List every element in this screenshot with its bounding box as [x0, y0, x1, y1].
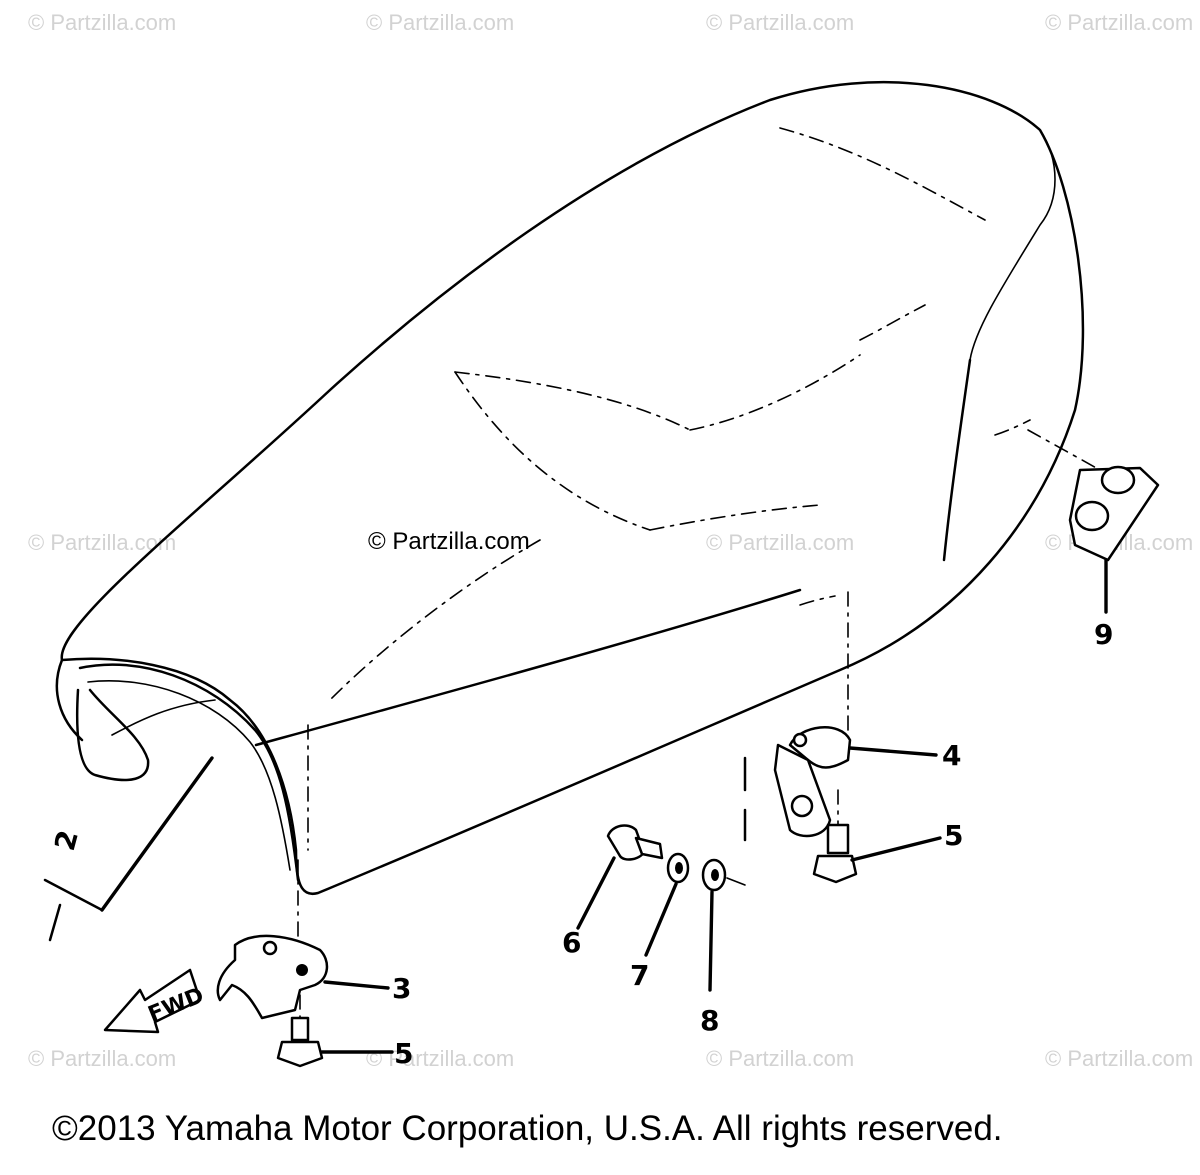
callout-5-rear: 5: [944, 819, 963, 852]
seam-line: [994, 419, 1031, 436]
watermark: © Partzilla.com: [1045, 1046, 1193, 1071]
grommet-9: 9: [1027, 429, 1160, 651]
watermark: © Partzilla.com: [28, 10, 176, 35]
seat-bottom-edge: [254, 588, 802, 747]
part-2-leader: 2: [43, 756, 214, 942]
seat-front-rim: [55, 658, 300, 882]
front-bolt: 5: [276, 994, 413, 1070]
seam-line: [454, 371, 651, 531]
seat-underside-line: [111, 699, 216, 736]
callout-9: 9: [1094, 618, 1113, 651]
rear-bolt: 5: [812, 789, 963, 884]
seam-line: [329, 539, 541, 701]
washer-7: 7: [630, 852, 690, 992]
washer-8: 8: [700, 858, 746, 1037]
bolt-6: 6: [562, 824, 664, 959]
fwd-label: FWD: [145, 983, 208, 1028]
callout-4: 4: [942, 739, 961, 772]
callout-6: 6: [562, 926, 581, 959]
seam-line: [859, 304, 926, 341]
seat-assembly: [55, 80, 1085, 896]
watermark: © Partzilla.com: [706, 10, 854, 35]
callout-2: 2: [48, 827, 85, 854]
watermark: © Partzilla.com: [28, 1046, 176, 1071]
callout-5-front: 5: [394, 1037, 413, 1070]
fwd-arrow: FWD: [103, 968, 208, 1034]
seat-outline: [60, 80, 1085, 896]
seam-line: [779, 127, 986, 221]
watermark: © Partzilla.com: [706, 1046, 854, 1071]
watermark: © Partzilla.com: [706, 530, 854, 555]
seat-front-pocket: [75, 688, 150, 782]
seat-side-seam: [942, 358, 972, 562]
seam-line: [454, 371, 691, 431]
seam-line: [649, 504, 821, 531]
callout-3: 3: [392, 972, 411, 1005]
seat-front-inner-rim: [87, 680, 291, 871]
center-watermark: © Partzilla.com: [368, 528, 530, 555]
callout-7: 7: [630, 959, 649, 992]
callout-8: 8: [700, 1004, 719, 1037]
watermark-grid: © Partzilla.com © Partzilla.com © Partzi…: [28, 10, 1193, 1071]
seam-line: [689, 354, 861, 431]
front-bracket: 3: [216, 859, 411, 1020]
watermark: © Partzilla.com: [366, 1046, 514, 1071]
watermark: © Partzilla.com: [366, 10, 514, 35]
seam-line: [799, 595, 836, 606]
seat-top-edge: [969, 129, 1056, 361]
watermark: © Partzilla.com: [28, 530, 176, 555]
rear-bracket: 4: [743, 591, 961, 842]
watermark: © Partzilla.com: [1045, 10, 1193, 35]
copyright-notice: ©2013 Yamaha Motor Corporation, U.S.A. A…: [52, 1109, 1003, 1148]
